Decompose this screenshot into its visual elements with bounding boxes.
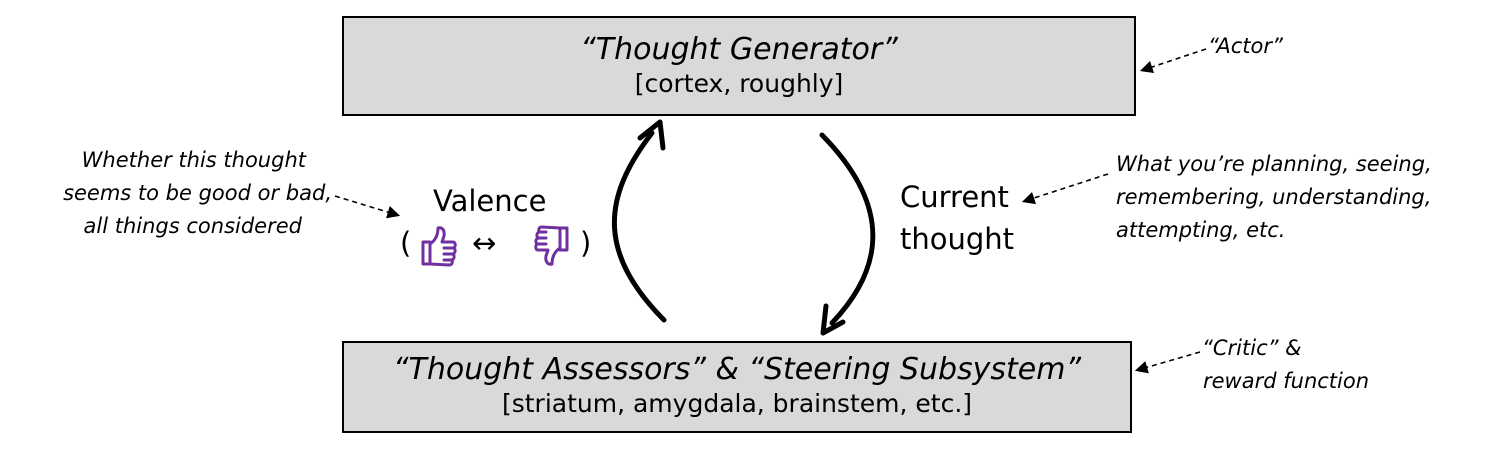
current-thought-note-line-3: attempting, etc. [1116,218,1286,242]
current-thought-note-line-2: remembering, understanding, [1116,185,1432,209]
current-thought-note-line-1: What you’re planning, seeing, [1116,152,1432,176]
current-thought-line-1: Current [900,180,1009,214]
thought-generator-title: “Thought Generator” [580,32,898,67]
valence-note: Whether this thought seems to be good or… [20,144,332,243]
valence-open-paren: ( [400,226,412,260]
thumbs-up-icon [421,226,457,267]
valence-double-arrow: ↔ [472,226,497,260]
critic-note: “Critic” & reward function [1202,332,1369,398]
valence-note-line-2: seems to be good or bad, [63,181,332,205]
critic-pointer-arrow [1134,351,1201,374]
current-thought-note: What you’re planning, seeing, rememberin… [1116,148,1432,247]
thumbs-down-icon [534,225,569,266]
critic-note-line-1: “Critic” & [1202,336,1302,360]
thought-arrow-down [819,132,876,336]
current-thought-pointer-arrow [1021,173,1109,205]
actor-note-text: “Actor” [1208,34,1283,58]
valence-note-line-3: all things considered [83,214,302,238]
current-thought-label: Current thought [900,176,1014,260]
thought-assessors-box: “Thought Assessors” & “Steering Subsyste… [342,341,1132,433]
feedback-arrow-up [612,119,667,323]
valence-close-paren: ) [580,226,592,260]
actor-note: “Actor” [1208,30,1283,63]
thought-assessors-subtitle: [striatum, amygdala, brainstem, etc.] [501,389,973,418]
current-thought-line-2: thought [900,222,1015,256]
valence-pointer-arrow [334,195,401,219]
actor-pointer-arrow [1139,48,1207,74]
valence-note-line-1: Whether this thought [81,148,306,172]
thought-generator-box: “Thought Generator” [cortex, roughly] [342,16,1136,116]
critic-note-line-2: reward function [1203,369,1370,393]
thought-generator-subtitle: [cortex, roughly] [634,69,844,98]
thought-assessors-title: “Thought Assessors” & “Steering Subsyste… [392,352,1082,387]
valence-label: Valence [433,184,547,218]
